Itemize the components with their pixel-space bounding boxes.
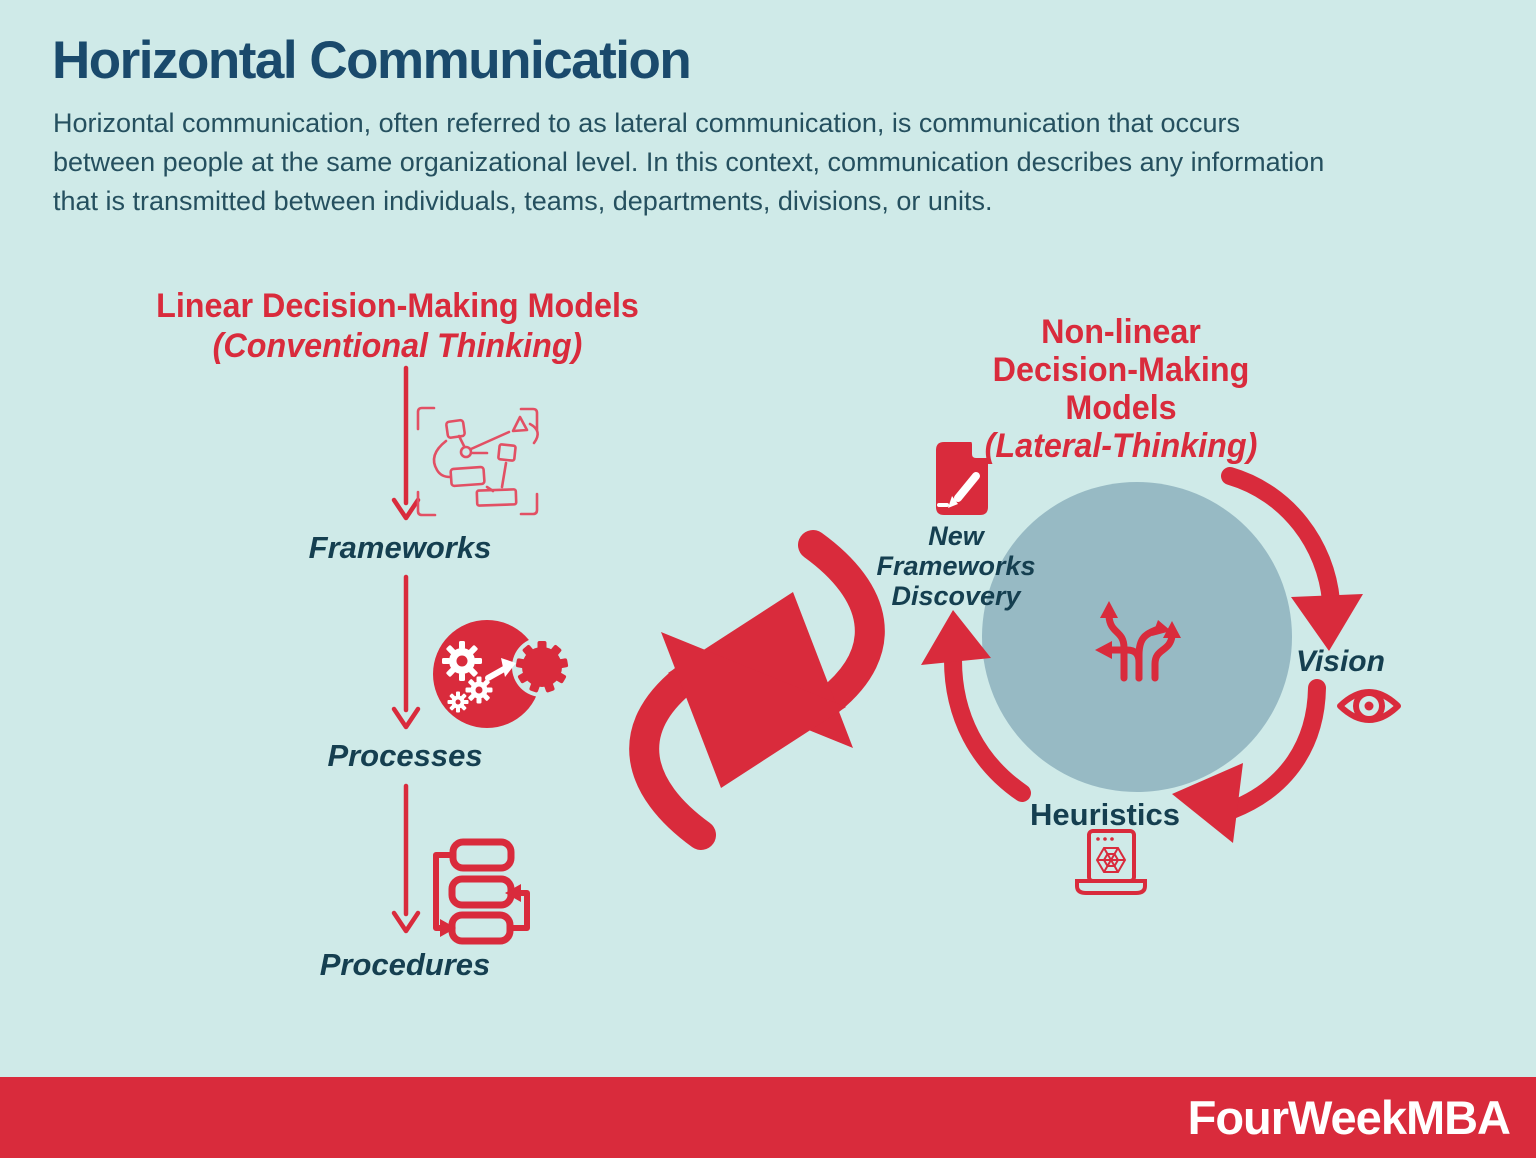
page-title: Horizontal Communication: [52, 31, 692, 90]
branching-paths-icon: [1095, 601, 1181, 682]
page-description: Horizontal communication, often referred…: [53, 108, 1325, 216]
nonlinear-heading-line-3: Models: [1065, 389, 1177, 427]
linear-subheading: (Conventional Thinking): [212, 327, 583, 365]
cycle-circle: [982, 482, 1292, 792]
linear-models-heading: Linear Decision-Making Models (Conventio…: [153, 286, 642, 366]
cycle-node-discovery: New Frameworks Discovery: [876, 521, 1036, 611]
cycle-arrow-right-icon: [1172, 679, 1326, 843]
exchange-arrows-icon: [629, 530, 885, 850]
heuristics-laptop-icon: [1075, 829, 1147, 895]
frameworks-sketch-icon: [416, 406, 539, 517]
linear-heading-line: Linear Decision-Making Models: [156, 287, 639, 325]
nonlinear-heading-line-1: Non-linear: [1041, 313, 1201, 351]
procedures-flowchart-icon: [433, 838, 530, 945]
cycle-node-vision: Vision: [1296, 645, 1385, 678]
cycle-node-heuristics: Heuristics: [1030, 797, 1180, 832]
step-label-processes: Processes: [327, 738, 483, 773]
nonlinear-subheading: (Lateral-Thinking): [984, 427, 1258, 465]
nonlinear-models-heading: Non-linear Decision-Making Models (Later…: [959, 313, 1284, 465]
cycle-arrow-left-icon: [921, 610, 1031, 802]
document-pencil-icon: [936, 441, 989, 515]
brand-logo: FourWeekMBA: [1187, 1091, 1511, 1144]
cycle-arrow-top-icon: [1221, 467, 1363, 651]
step-label-procedures: Procedures: [319, 947, 491, 982]
step-label-frameworks: Frameworks: [308, 530, 492, 565]
vision-eye-icon: [1337, 689, 1401, 723]
processes-gears-icon: [433, 620, 572, 728]
footer-bar: FourWeekMBA: [0, 1077, 1536, 1158]
nonlinear-heading-line-2: Decision-Making: [992, 351, 1250, 389]
down-arrow-icon: [391, 365, 421, 934]
